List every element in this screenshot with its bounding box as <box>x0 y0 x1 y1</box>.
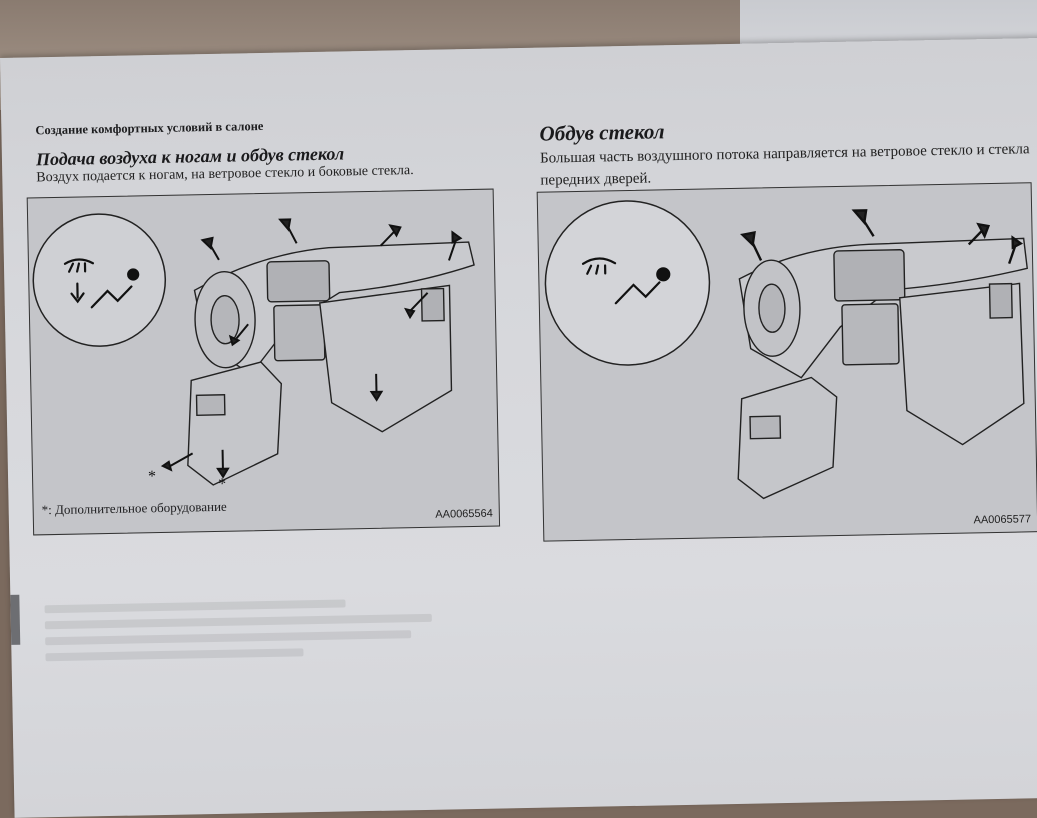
right-section-title: Обдув стекол <box>539 119 665 146</box>
page-tab <box>10 594 21 645</box>
faint-reverse-text <box>44 589 476 717</box>
defrost-feet-icon <box>63 258 140 309</box>
section-header: Создание комфортных условий в салоне <box>35 118 264 138</box>
defrost-icon <box>581 257 671 305</box>
left-figure-code: AA0065564 <box>435 507 493 521</box>
dashboard-illustration-right <box>544 200 1028 500</box>
left-figure: * * *: Дополнительное оборудование AA006… <box>26 188 501 536</box>
star-b: * <box>218 476 226 493</box>
manual-page: Создание комфортных условий в салоне Под… <box>0 37 1037 818</box>
dashboard-illustration-left: * * <box>32 213 475 493</box>
right-figure-code: AA0065577 <box>973 513 1032 527</box>
right-figure: AA0065577 <box>536 182 1037 542</box>
star-a: * <box>148 468 156 485</box>
airflow-arrows-left <box>160 218 463 479</box>
airflow-arrows-right <box>740 209 1024 265</box>
